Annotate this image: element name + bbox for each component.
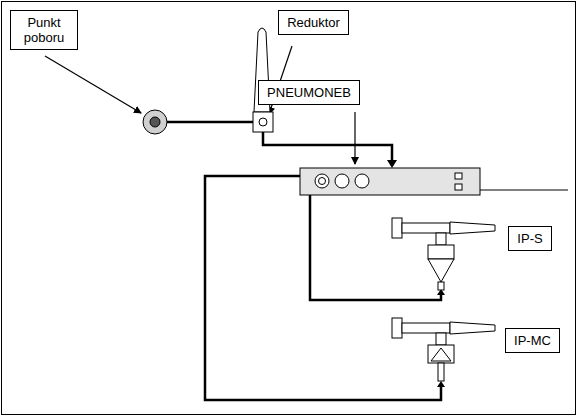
supply-hose [167, 121, 253, 124]
label-box: IP-S [508, 226, 552, 251]
leader-arrow [45, 56, 141, 113]
outlet-port [335, 174, 349, 188]
outlet-port [319, 178, 326, 185]
label-text: Reduktor [287, 15, 340, 30]
label-text: Punkt poboru [19, 15, 69, 45]
tube [205, 176, 441, 400]
label-text: PNEUMONEB [267, 85, 351, 100]
reducer-dial [259, 118, 267, 126]
label-box: PNEUMONEB [258, 80, 360, 105]
nebulizer-ip-s [392, 218, 495, 290]
label-text: IP-MC [514, 333, 551, 348]
tube [310, 195, 441, 300]
indicator [455, 173, 462, 179]
hose-arrow [387, 160, 397, 168]
gas-outlet-core [150, 117, 160, 127]
nebulizer-unit [300, 168, 480, 195]
outlet-port [355, 174, 369, 188]
label-box: Reduktor [278, 10, 349, 35]
outlet-port [315, 174, 329, 188]
nebulizer-ip-mc [392, 318, 495, 381]
label-text: IP-S [517, 231, 543, 246]
gas-outlet [143, 110, 167, 134]
shelf-line [480, 190, 568, 191]
label-box: IP-MC [505, 328, 560, 353]
label-box: Punkt poboru [10, 10, 78, 50]
reducer-body [253, 112, 273, 132]
tube-arrow [437, 381, 445, 387]
indicator [455, 184, 462, 190]
leader-arrow [354, 112, 355, 164]
supply-hose [263, 132, 392, 166]
